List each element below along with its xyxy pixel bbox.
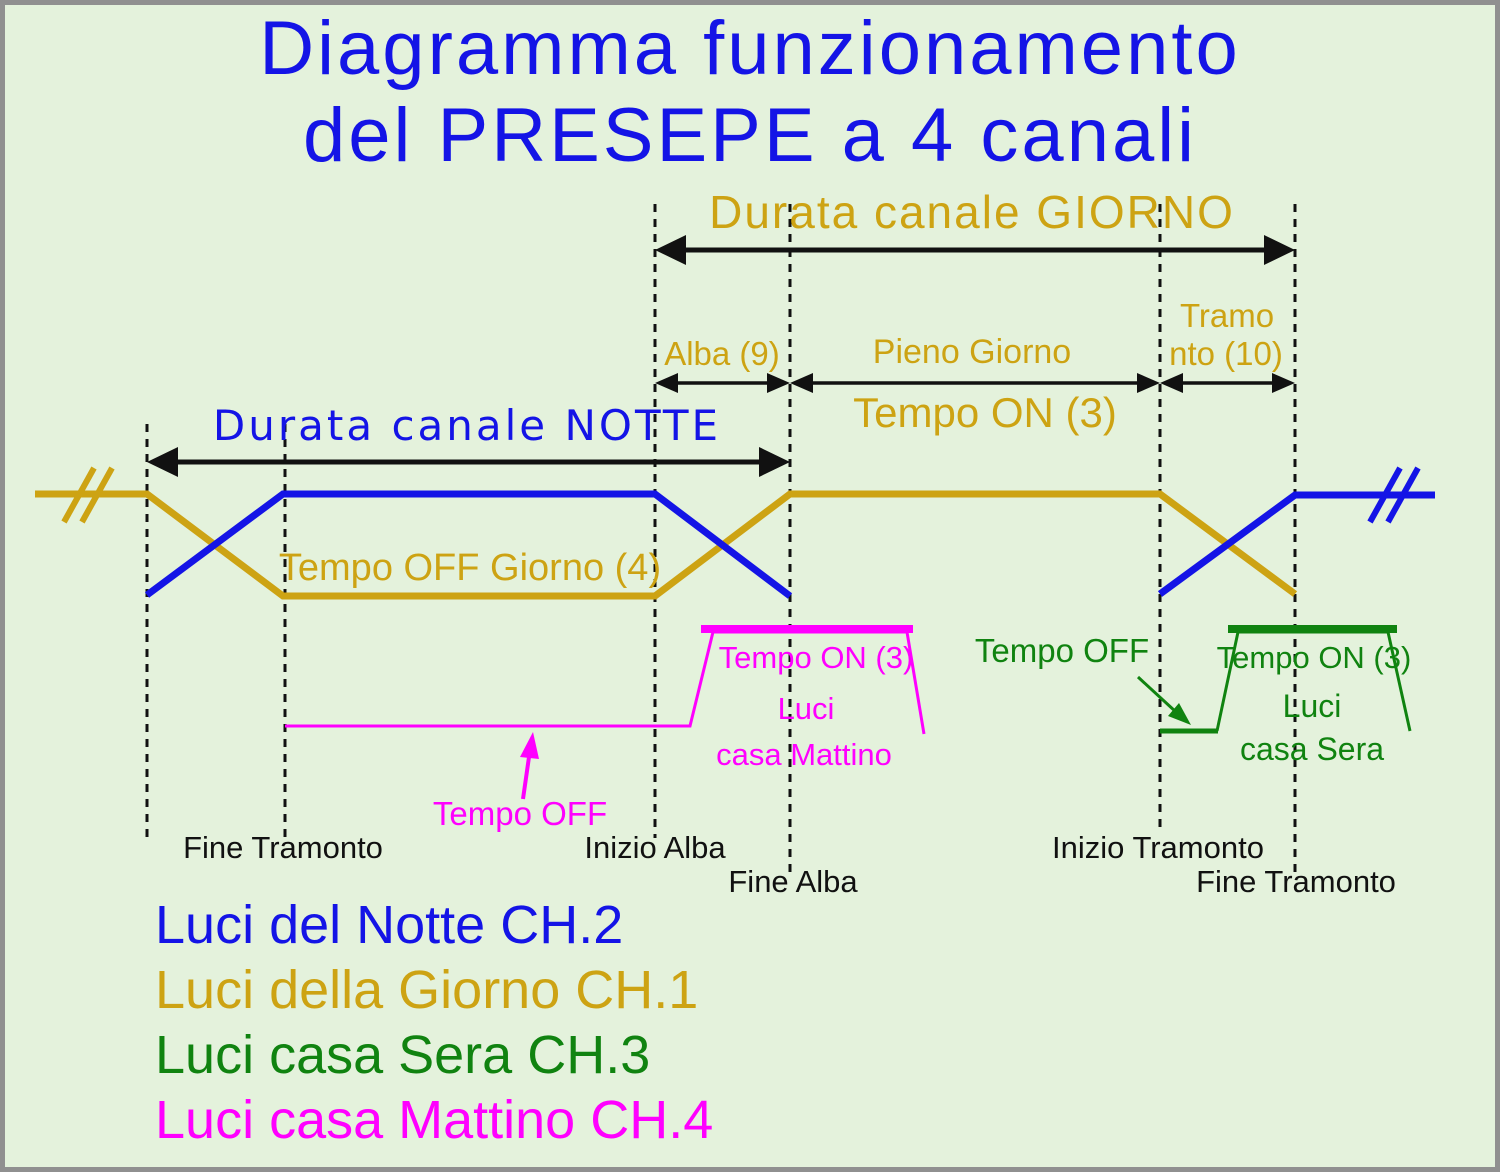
arrowhead-right-icon	[759, 447, 790, 477]
page-title-line2: del PRESEPE a 4 canali	[302, 93, 1198, 178]
axis-label-inizio-tramonto: Inizio Tramonto	[1052, 830, 1264, 865]
arrowhead-left-icon	[655, 235, 686, 265]
label-mattino-tempo-on: Tempo ON (3)	[718, 640, 914, 675]
break-symbol-right-icon	[1367, 466, 1421, 524]
arrowhead-left-icon	[147, 447, 178, 477]
label-tempo-off-giorno: Tempo OFF Giorno (4)	[278, 547, 662, 589]
arrowhead-left-icon	[1160, 373, 1183, 393]
label-mattino-luci: Luci	[777, 691, 835, 726]
arrowhead-down-icon	[1168, 703, 1191, 725]
dashed-event-lines	[145, 204, 1297, 872]
waveform-casa-sera	[1160, 625, 1412, 734]
axis-label-fine-tramonto-right: Fine Tramonto	[1196, 864, 1396, 899]
page-title-line1: Diagramma funzionamento	[259, 6, 1241, 91]
label-mattino-tempo-off: Tempo OFF	[432, 795, 608, 832]
arrowhead-left-icon	[655, 373, 678, 393]
pieno-giorno-arrow	[790, 373, 1160, 393]
tempo-off-pointer-mattino	[520, 732, 539, 800]
label-sera-luci: Luci	[1282, 688, 1342, 724]
label-durata-canale-giorno: Durata canale GIORNO	[709, 186, 1235, 238]
label-tramonto-line2: nto (10)	[1169, 335, 1283, 372]
waveform-casa-mattino	[285, 625, 926, 735]
label-tramonto-line1: Tramo	[1179, 297, 1275, 334]
arrowhead-right-icon	[1137, 373, 1160, 393]
label-sera-tempo-off: Tempo OFF	[974, 632, 1150, 669]
axis-label-inizio-alba: Inizio Alba	[584, 830, 726, 865]
arrowhead-right-icon	[1272, 373, 1295, 393]
label-pieno-giorno: Pieno Giorno	[872, 333, 1072, 371]
arrowhead-right-icon	[767, 373, 790, 393]
legend-item-sera: Luci casa Sera CH.3	[155, 1025, 651, 1085]
waveform-giorno	[35, 466, 1298, 600]
label-mattino-casa: casa Mattino	[716, 737, 892, 772]
waveform-notte	[144, 466, 1435, 599]
giorno-duration-arrow	[655, 235, 1295, 265]
legend-item-notte: Luci del Notte CH.2	[155, 895, 624, 955]
alba-arrow	[655, 373, 790, 393]
label-sera-tempo-on: Tempo ON (3)	[1216, 640, 1412, 675]
label-sera-casa: casa Sera	[1239, 731, 1385, 767]
arrowhead-left-icon	[790, 373, 813, 393]
tempo-off-pointer-sera	[1136, 675, 1191, 725]
notte-duration-arrow	[147, 447, 790, 477]
break-symbol-left-icon	[61, 466, 115, 524]
arrowhead-right-icon	[1264, 235, 1295, 265]
tramonto-arrow	[1160, 373, 1295, 393]
arrowhead-up-icon	[520, 732, 539, 759]
legend-item-giorno: Luci della Giorno CH.1	[155, 960, 699, 1020]
label-tempo-on-giorno: Tempo ON (3)	[853, 389, 1117, 436]
label-alba: Alba (9)	[664, 335, 780, 372]
phase-arrows	[655, 373, 1295, 393]
label-durata-canale-notte: Durata canale NOTTE	[212, 401, 722, 450]
axis-label-fine-tramonto-left: Fine Tramonto	[183, 830, 383, 865]
axis-label-fine-alba: Fine Alba	[728, 864, 858, 899]
legend-item-mattino: Luci casa Mattino CH.4	[155, 1090, 714, 1150]
